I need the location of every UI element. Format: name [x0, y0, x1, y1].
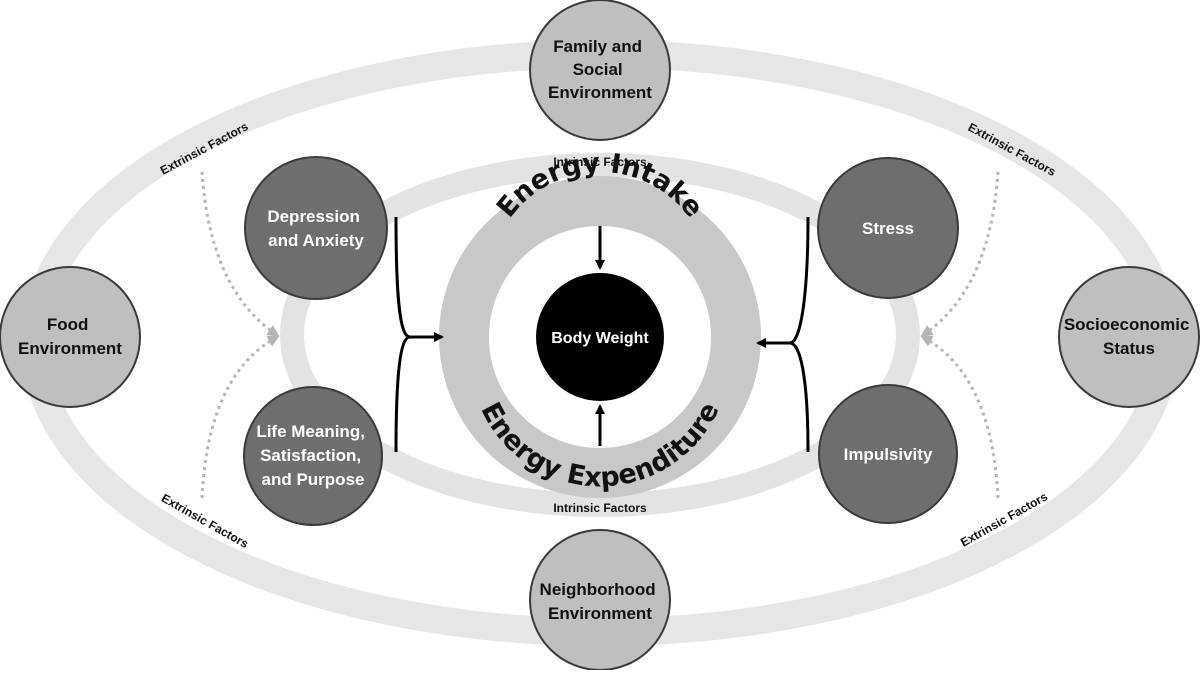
intrinsic-ellipse	[280, 153, 920, 517]
food-environment-node	[0, 266, 141, 408]
life-meaning-label: Life Meaning, Satisfaction, and Purpose	[256, 422, 369, 489]
left-bracket-top	[394, 216, 411, 339]
extrinsic-arrow-left-bottom	[200, 335, 280, 499]
intrinsic-factors-bottom-label: Intrinsic Factors	[553, 501, 647, 515]
impulsivity-label: Impulsivity	[844, 445, 933, 464]
body-weight-node	[536, 273, 664, 401]
family-social-label: Family and Social Environment	[548, 37, 652, 102]
stress-node	[817, 157, 959, 299]
right-bracket-bottom	[789, 341, 810, 453]
food-environment-label: Food Environment	[18, 315, 122, 358]
left-bracket-bottom	[394, 335, 411, 453]
depression-anxiety-label: Depression and Anxiety	[267, 207, 364, 250]
extrinsic-arrow-right-bottom	[920, 335, 1000, 499]
socioeconomic-label: Socioeconomic Status	[1064, 315, 1194, 358]
neighborhood-label: Neighborhood Environment	[540, 580, 661, 623]
neighborhood-node	[529, 529, 671, 671]
depression-anxiety-node	[244, 156, 388, 300]
energy-ring	[439, 176, 761, 498]
right-bracket-top	[789, 216, 810, 345]
family-social-node	[529, 0, 671, 141]
life-meaning-node	[243, 386, 383, 526]
intrinsic-factors-top-label: Intrinsic Factors	[553, 155, 647, 169]
impulsivity-node	[818, 384, 958, 524]
stress-label: Stress	[862, 219, 914, 238]
body-weight-label: Body Weight	[551, 330, 649, 347]
socioeconomic-node	[1058, 266, 1200, 408]
